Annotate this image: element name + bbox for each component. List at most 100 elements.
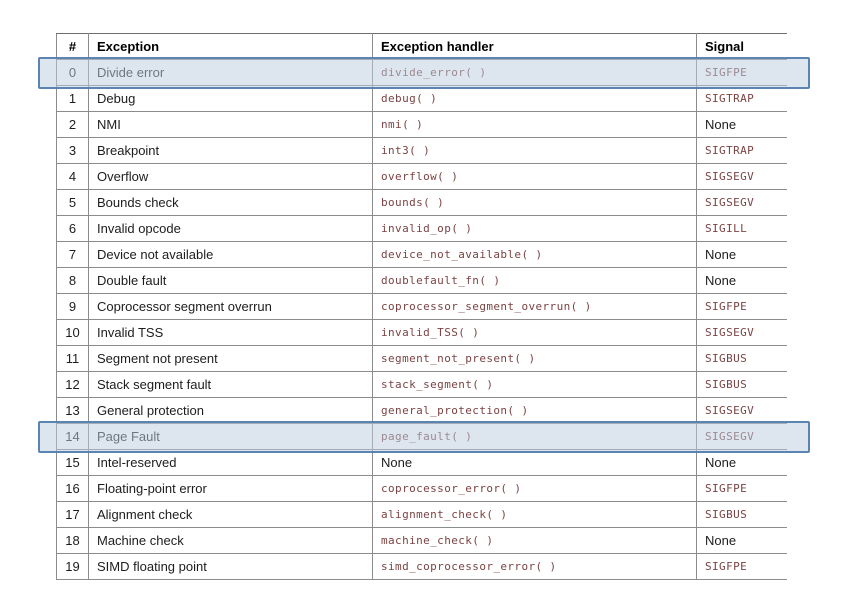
- cell-number: 13: [56, 397, 89, 424]
- cell-number: 18: [56, 527, 89, 554]
- cell-exception: Alignment check: [88, 501, 373, 528]
- cell-handler: doublefault_fn( ): [372, 267, 697, 294]
- cell-exception: Stack segment fault: [88, 371, 373, 398]
- cell-number: 3: [56, 137, 89, 164]
- cell-number: 1: [56, 85, 89, 112]
- cell-exception: Segment not present: [88, 345, 373, 372]
- cell-exception: SIMD floating point: [88, 553, 373, 580]
- cell-exception: Coprocessor segment overrun: [88, 293, 373, 320]
- cell-exception: Intel-reserved: [88, 449, 373, 476]
- cell-number: 10: [56, 319, 89, 346]
- cell-exception: Device not available: [88, 241, 373, 268]
- cell-exception: Invalid opcode: [88, 215, 373, 242]
- cell-handler: invalid_op( ): [372, 215, 697, 242]
- cell-handler: overflow( ): [372, 163, 697, 190]
- cell-signal: SIGBUS: [696, 345, 787, 372]
- cell-exception: Page Fault: [88, 423, 373, 450]
- cell-signal: SIGSEGV: [696, 397, 787, 424]
- header-signal: Signal: [696, 33, 787, 60]
- cell-exception: Overflow: [88, 163, 373, 190]
- cell-handler: page_fault( ): [372, 423, 697, 450]
- cell-handler: int3( ): [372, 137, 697, 164]
- cell-signal: None: [696, 241, 787, 268]
- cell-exception: NMI: [88, 111, 373, 138]
- cell-number: 15: [56, 449, 89, 476]
- cell-handler: segment_not_present( ): [372, 345, 697, 372]
- cell-exception: Debug: [88, 85, 373, 112]
- cell-signal: SIGTRAP: [696, 85, 787, 112]
- cell-exception: Invalid TSS: [88, 319, 373, 346]
- header-exception-handler: Exception handler: [372, 33, 697, 60]
- cell-number: 7: [56, 241, 89, 268]
- cell-number: 4: [56, 163, 89, 190]
- cell-number: 5: [56, 189, 89, 216]
- header-exception: Exception: [88, 33, 373, 60]
- cell-handler: debug( ): [372, 85, 697, 112]
- cell-signal: None: [696, 527, 787, 554]
- cell-number: 8: [56, 267, 89, 294]
- cell-handler: stack_segment( ): [372, 371, 697, 398]
- cell-handler: machine_check( ): [372, 527, 697, 554]
- cell-signal: SIGBUS: [696, 371, 787, 398]
- cell-exception: Floating-point error: [88, 475, 373, 502]
- cell-handler: None: [372, 449, 697, 476]
- cell-handler: coprocessor_segment_overrun( ): [372, 293, 697, 320]
- cell-signal: SIGILL: [696, 215, 787, 242]
- table-header: # Exception Exception handler Signal: [56, 33, 787, 60]
- cell-exception: Divide error: [88, 59, 373, 86]
- cell-handler: nmi( ): [372, 111, 697, 138]
- cell-number: 16: [56, 475, 89, 502]
- cell-handler: coprocessor_error( ): [372, 475, 697, 502]
- cell-handler: general_protection( ): [372, 397, 697, 424]
- cell-signal: SIGBUS: [696, 501, 787, 528]
- cell-handler: invalid_TSS( ): [372, 319, 697, 346]
- cell-exception: Double fault: [88, 267, 373, 294]
- cell-signal: None: [696, 111, 787, 138]
- cell-signal: SIGSEGV: [696, 189, 787, 216]
- cell-handler: alignment_check( ): [372, 501, 697, 528]
- cell-signal: SIGFPE: [696, 553, 787, 580]
- cell-handler: simd_coprocessor_error( ): [372, 553, 697, 580]
- cell-signal: SIGSEGV: [696, 423, 787, 450]
- cell-number: 14: [56, 423, 89, 450]
- cell-number: 12: [56, 371, 89, 398]
- cell-number: 17: [56, 501, 89, 528]
- cell-signal: SIGSEGV: [696, 163, 787, 190]
- cell-number: 11: [56, 345, 89, 372]
- cell-signal: None: [696, 449, 787, 476]
- header-row: # Exception Exception handler Signal: [56, 33, 787, 60]
- cell-signal: SIGFPE: [696, 59, 787, 86]
- cell-signal: SIGFPE: [696, 475, 787, 502]
- cell-number: 0: [56, 59, 89, 86]
- cell-exception: Bounds check: [88, 189, 373, 216]
- cell-handler: bounds( ): [372, 189, 697, 216]
- cell-number: 2: [56, 111, 89, 138]
- cell-number: 9: [56, 293, 89, 320]
- header-number: #: [56, 33, 89, 60]
- cell-exception: General protection: [88, 397, 373, 424]
- cell-handler: device_not_available( ): [372, 241, 697, 268]
- cell-handler: divide_error( ): [372, 59, 697, 86]
- cell-number: 6: [56, 215, 89, 242]
